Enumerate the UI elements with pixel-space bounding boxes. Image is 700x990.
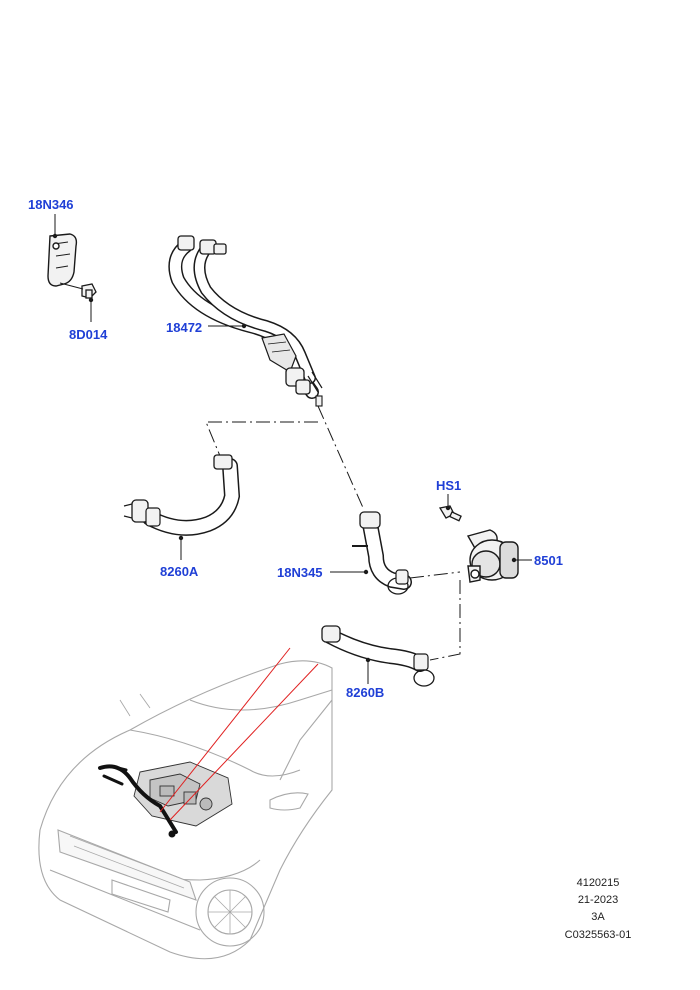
leader-dot-8d014 [88,297,94,303]
pump-8501[interactable] [466,529,519,583]
connection-lines [205,405,461,661]
leader-dot-8501 [511,557,517,563]
reference-line-3: 3A [591,911,605,923]
screw-hs1[interactable] [438,505,462,522]
leader-dot-8260b [365,657,371,663]
callout-18472[interactable]: 18472 [166,320,203,335]
leader-dot-18n345 [363,569,369,575]
vehicle-locator [38,660,333,960]
callout-8260b[interactable]: 8260B [346,685,385,700]
reference-line-1: 4120215 [576,877,620,889]
bolt-8d014[interactable] [81,283,97,299]
locator-highlight-lines [159,647,319,821]
engine-bay [133,761,233,827]
callout-18n345[interactable]: 18N345 [277,565,323,580]
reference-line-4: C0325563-01 [564,929,632,941]
bracket-18n346[interactable] [47,233,78,287]
hose-8260b[interactable] [321,625,435,687]
reference-line-2: 21-2023 [577,894,619,906]
highlighted-hose-assembly [98,764,178,838]
callout-hs1[interactable]: HS1 [436,478,462,493]
callout-8501[interactable]: 8501 [534,553,563,568]
callout-18n346[interactable]: 18N346 [28,197,74,212]
leader-dot-18472 [241,323,247,329]
leader-8d014-a [59,282,84,290]
leader-dot-18n346 [52,233,58,239]
hose-8260a[interactable] [123,454,241,536]
leader-dot-hs1 [445,505,451,511]
callout-8d014[interactable]: 8D014 [69,327,108,342]
hose-18472[interactable] [168,235,323,407]
leader-dot-8260a [178,535,184,541]
callout-8260a[interactable]: 8260A [160,564,199,579]
hose-18n345[interactable] [352,511,412,595]
